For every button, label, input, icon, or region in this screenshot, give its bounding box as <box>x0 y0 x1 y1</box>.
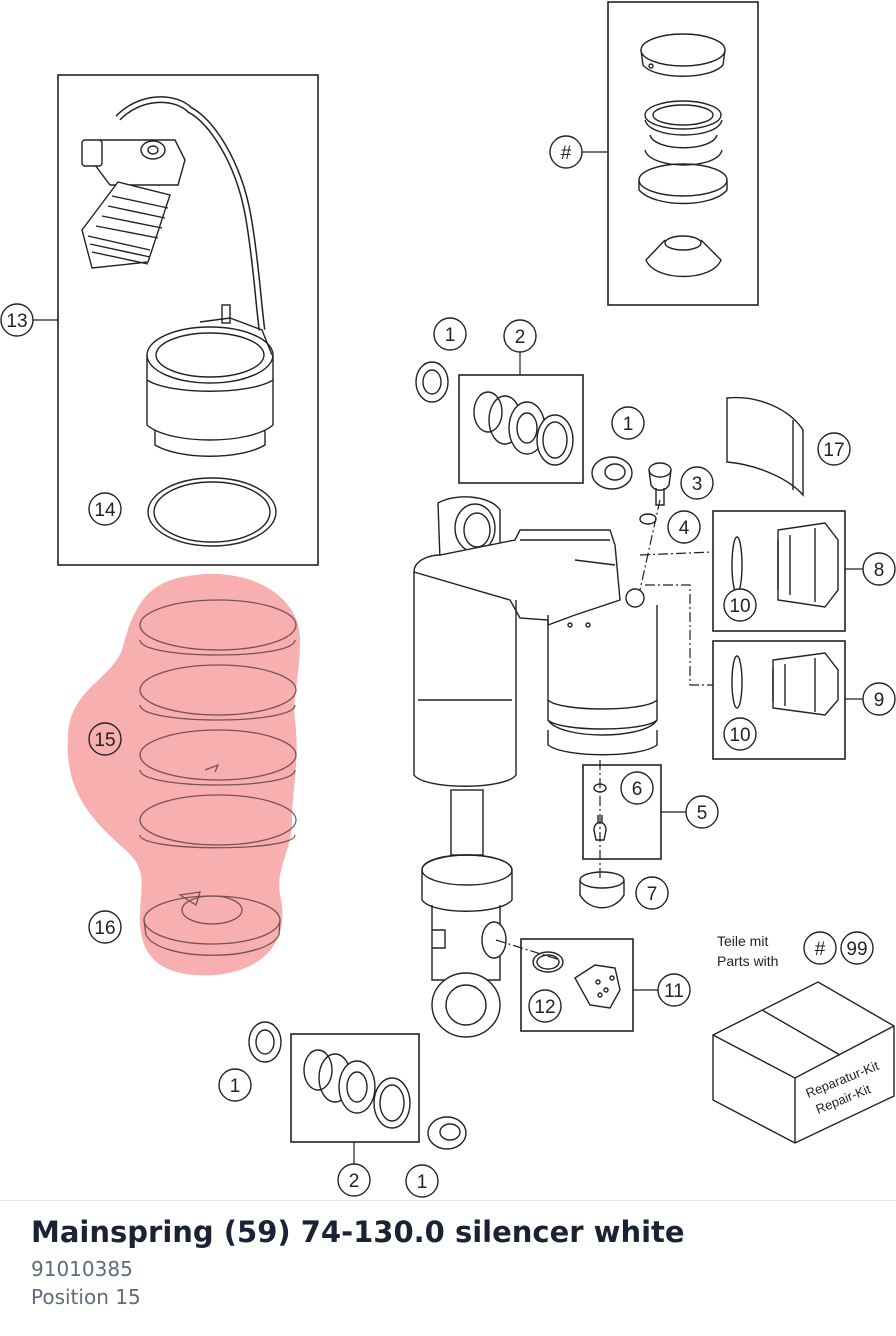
callout-label-1a[interactable]: 1 <box>445 325 456 346</box>
frame-11 <box>520 938 634 1032</box>
kit-note-line1: Teile mit <box>717 933 768 949</box>
part-title: Mainspring (59) 74-130.0 silencer white <box>31 1215 685 1249</box>
callout-circle-13[interactable] <box>0 303 34 337</box>
reservoir-assembly-drawing <box>81 96 274 457</box>
callout-label-10a[interactable]: 10 <box>729 596 750 617</box>
valve-8-drawing <box>731 522 839 608</box>
frame-2-bottom <box>290 1033 420 1143</box>
callout-circle-3[interactable] <box>680 466 714 500</box>
callout-label-6[interactable]: 6 <box>632 779 643 800</box>
exploded-parts-diagram: Reparatur-Kit Repair-Kit Teile mit Parts… <box>0 1 896 1198</box>
callout-label-1d[interactable]: 1 <box>417 1172 428 1193</box>
callout-label-2a[interactable]: 2 <box>515 327 526 348</box>
callout-circle-6[interactable] <box>620 771 654 805</box>
callout-label-14[interactable]: 14 <box>94 500 116 521</box>
kit-note-hash: # <box>815 939 826 960</box>
callout-label-12[interactable]: 12 <box>534 997 555 1018</box>
callout-circle-12[interactable] <box>528 989 562 1023</box>
callout-label-16[interactable]: 16 <box>94 918 115 939</box>
cap-1-bottomright-drawing <box>427 1116 467 1150</box>
callout-circle-5[interactable] <box>685 795 719 829</box>
frame-8 <box>712 510 846 632</box>
part-number: 91010385 <box>31 1257 133 1281</box>
part-position: Position 15 <box>31 1285 141 1309</box>
callout-circle-14[interactable] <box>88 492 122 526</box>
callout-circle-10b[interactable] <box>723 717 757 751</box>
oring-14-drawing <box>147 477 277 547</box>
callout-label-5[interactable]: 5 <box>697 803 708 824</box>
callout-circle-1c[interactable] <box>218 1068 252 1102</box>
callout-label-hash[interactable]: # <box>561 143 572 164</box>
callout-circle-16[interactable] <box>88 910 122 944</box>
repair-kit-box-drawing <box>712 981 895 1144</box>
callout-circle-1b[interactable] <box>611 406 645 440</box>
selected-part-info-panel: Mainspring (59) 74-130.0 silencer white … <box>0 1200 896 1336</box>
hash-parts-drawing <box>638 33 728 278</box>
frame-hash <box>607 1 759 306</box>
cap-1-topleft-drawing <box>415 361 449 403</box>
cap-7-drawing <box>579 871 625 909</box>
callout-label-3[interactable]: 3 <box>692 474 703 495</box>
shield-17-drawing <box>726 396 804 497</box>
callout-label-10b[interactable]: 10 <box>729 725 750 746</box>
callout-label-17[interactable]: 17 <box>823 440 844 461</box>
callout-label-15[interactable]: 15 <box>94 730 115 751</box>
selected-part-highlight[interactable] <box>67 573 300 976</box>
bushing-set-2-bottom-drawing <box>303 1049 411 1129</box>
shock-body-drawing <box>413 496 658 1038</box>
callout-label-9[interactable]: 9 <box>874 690 885 711</box>
kit-note-line2: Parts with <box>717 953 778 969</box>
frame-2-top <box>458 374 584 484</box>
callout-circle-15[interactable] <box>88 722 122 756</box>
callout-label-11[interactable]: 11 <box>664 981 684 1002</box>
callout-circle-7[interactable] <box>635 876 669 910</box>
cap-1-bottomleft-drawing <box>248 1021 282 1063</box>
callout-circle-9[interactable] <box>862 682 896 716</box>
leader-lines <box>31 151 863 1166</box>
callout-circle-8[interactable] <box>862 552 896 586</box>
callout-circle-2a[interactable] <box>503 319 537 353</box>
valve-3-drawing <box>639 462 672 525</box>
valve-5-6-drawing <box>593 783 607 841</box>
callout-circle-1a[interactable] <box>433 317 467 351</box>
callout-label-1b[interactable]: 1 <box>623 414 634 435</box>
callout-label-13[interactable]: 13 <box>6 311 27 332</box>
frame-9 <box>712 640 846 760</box>
spring-seat-16-drawing <box>143 891 281 956</box>
callout-label-4[interactable]: 4 <box>679 518 690 539</box>
callout-circle-11[interactable] <box>657 973 691 1007</box>
callout-circle-4[interactable] <box>667 510 701 544</box>
valve-9-drawing <box>731 652 839 716</box>
callout-circle-hash[interactable] <box>549 135 583 169</box>
cap-1-right-drawing <box>591 456 633 490</box>
kit-note-number: 99 <box>846 939 867 960</box>
callout-label-8[interactable]: 8 <box>874 560 885 581</box>
callout-circle-2b[interactable] <box>337 1163 371 1197</box>
callout-circle-17[interactable] <box>817 432 851 466</box>
callout-label-1c[interactable]: 1 <box>230 1076 241 1097</box>
callout-label-2b[interactable]: 2 <box>349 1171 360 1192</box>
callout-label-7[interactable]: 7 <box>647 884 658 905</box>
adjuster-11-12-drawing <box>532 951 621 1009</box>
bushing-set-2-top-drawing <box>473 391 574 466</box>
callout-circle-10a[interactable] <box>723 588 757 622</box>
mainspring-15-drawing <box>139 599 297 849</box>
callout-circle-1d[interactable] <box>405 1164 439 1198</box>
